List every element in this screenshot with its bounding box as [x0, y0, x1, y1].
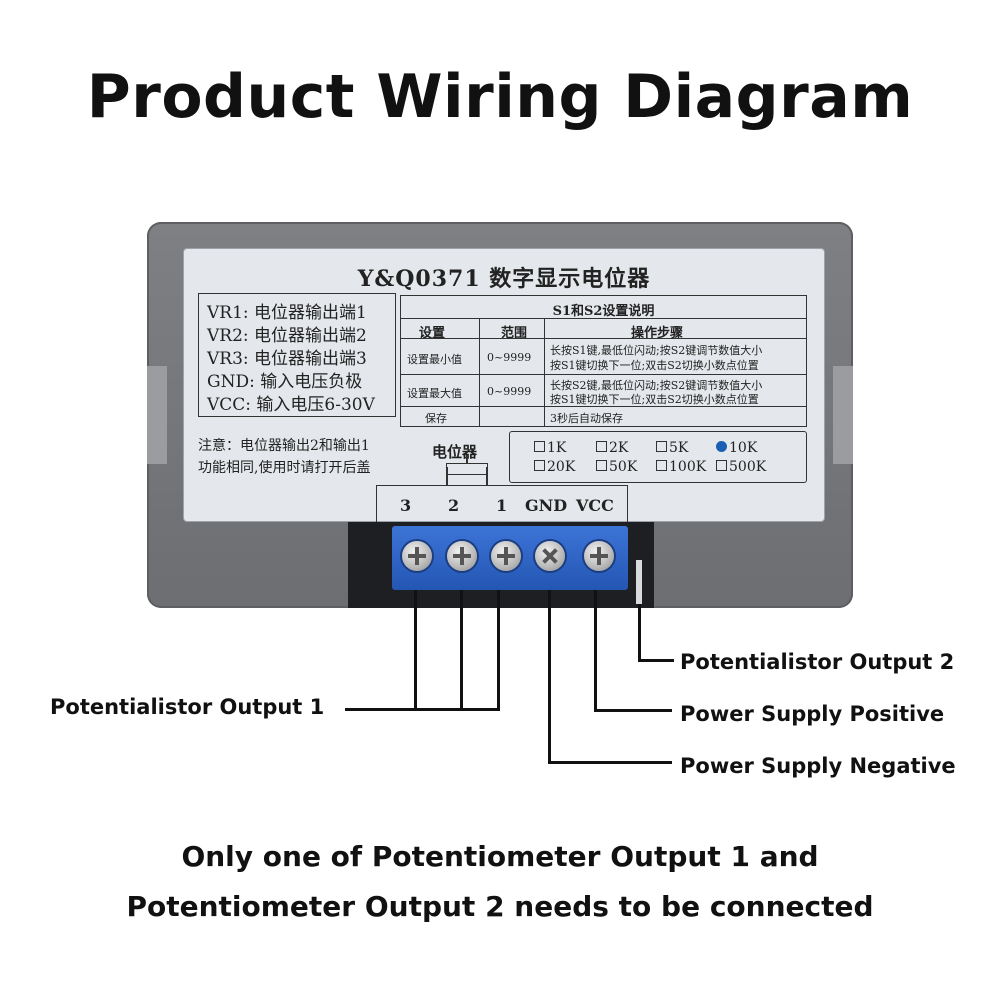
wire-output-1-bus: [345, 708, 500, 711]
settings-row2-steps-2: 按S1键切换下一位;双击S2切换小数点位置: [550, 393, 759, 406]
mounting-clip-right: [833, 366, 853, 464]
resistance-option-50k: 50K: [596, 459, 637, 475]
pin-gnd: GND: 输入电压负极: [207, 372, 363, 392]
note-line-2: 功能相同,使用时请打开后盖: [198, 460, 371, 476]
settings-row2-setting: 设置最大值: [407, 387, 462, 400]
resistance-option-2k: 2K: [596, 440, 628, 456]
pin-vcc: VCC: 输入电压6-30V: [207, 395, 375, 415]
wire-terminal-1: [497, 590, 500, 711]
terminal-bracket: [376, 485, 628, 522]
output-2-port: [636, 560, 642, 604]
callout-power-supply-negative: Power Supply Negative: [680, 754, 956, 778]
wire-terminal-2: [460, 590, 463, 711]
potentiometer-symbol-icon: [446, 463, 488, 475]
terminal-label-3: 3: [400, 496, 412, 515]
terminal-screw-2-icon: [447, 541, 477, 571]
pin-vr2: VR2: 电位器输出端2: [207, 326, 367, 346]
terminal-label-1: 1: [496, 496, 508, 515]
resistance-option-20k: 20K: [534, 459, 575, 475]
footer-note-line-2: Potentiometer Output 2 needs to be conne…: [126, 890, 874, 923]
footer-note-line-1: Only one of Potentiometer Output 1 and: [181, 840, 819, 873]
device-label-plate: Y&Q0371 数字显示电位器 VR1: 电位器输出端1 VR2: 电位器输出端…: [183, 248, 825, 522]
callout-power-supply-positive: Power Supply Positive: [680, 702, 945, 726]
resistance-option-500k: 500K: [716, 459, 766, 475]
settings-row2-range: 0~9999: [487, 385, 532, 398]
callout-potentialistor-output-2: Potentialistor Output 2: [680, 650, 955, 674]
wire-output-2-leader: [638, 659, 674, 662]
settings-row1-steps-2: 按S1键切换下一位;双击S2切换小数点位置: [550, 359, 759, 372]
settings-header-setting: 设置: [419, 326, 446, 341]
note-line-1: 注意：电位器输出2和输出1: [198, 438, 370, 454]
terminal-label-2: 2: [448, 496, 460, 515]
settings-table-title: S1和S2设置说明: [552, 304, 655, 319]
settings-row1-range: 0~9999: [487, 351, 532, 364]
terminal-label-vcc: VCC: [576, 496, 614, 515]
wire-terminal-3: [414, 590, 417, 711]
wire-gnd-leader: [548, 761, 672, 764]
mounting-clip-left: [147, 366, 167, 464]
settings-row2-steps-1: 长按S2键,最低位闪动;按S2键调节数值大小: [550, 379, 763, 392]
settings-row1-steps-1: 长按S1键,最低位闪动;按S2键调节数值大小: [550, 344, 763, 357]
terminal-screw-3-icon: [402, 541, 432, 571]
settings-row1-setting: 设置最小值: [407, 353, 462, 366]
settings-header-steps: 操作步骤: [631, 326, 684, 341]
resistance-option-5k: 5K: [656, 440, 688, 456]
pin-vr1: VR1: 电位器输出端1: [207, 303, 367, 323]
resistance-option-100k: 100K: [656, 459, 706, 475]
resistance-options-box: 1K 2K 5K 10K 20K 50K 100K 500K: [509, 431, 807, 483]
wire-vcc: [594, 590, 597, 712]
settings-row3-setting: 保存: [425, 412, 447, 425]
device-model: Y&Q0371 数字显示电位器: [357, 266, 651, 292]
pin-definition-box: VR1: 电位器输出端1 VR2: 电位器输出端2 VR3: 电位器输出端3 G…: [198, 293, 396, 417]
settings-row3-steps: 3秒后自动保存: [550, 412, 623, 425]
terminal-label-gnd: GND: [525, 496, 568, 515]
resistance-option-1k: 1K: [534, 440, 566, 456]
settings-header-range: 范围: [501, 326, 528, 341]
terminal-screw-1-icon: [491, 541, 521, 571]
terminal-screw-vcc-icon: [584, 541, 614, 571]
wire-vcc-leader: [594, 709, 672, 712]
terminal-screw-gnd-icon: [535, 541, 565, 571]
selected-marker-icon: [716, 441, 727, 452]
pin-vr3: VR3: 电位器输出端3: [207, 349, 367, 369]
wire-gnd: [548, 590, 551, 764]
resistance-option-10k: 10K: [716, 440, 757, 456]
settings-table: S1和S2设置说明 设置 范围 操作步骤 设置最小值 0~9999 长按S1键,…: [400, 295, 807, 427]
wire-output-2: [638, 604, 641, 662]
potentiometer-label: 电位器: [432, 443, 478, 461]
callout-potentialistor-output-1: Potentialistor Output 1: [50, 695, 325, 719]
page-title: Product Wiring Diagram: [86, 62, 914, 132]
